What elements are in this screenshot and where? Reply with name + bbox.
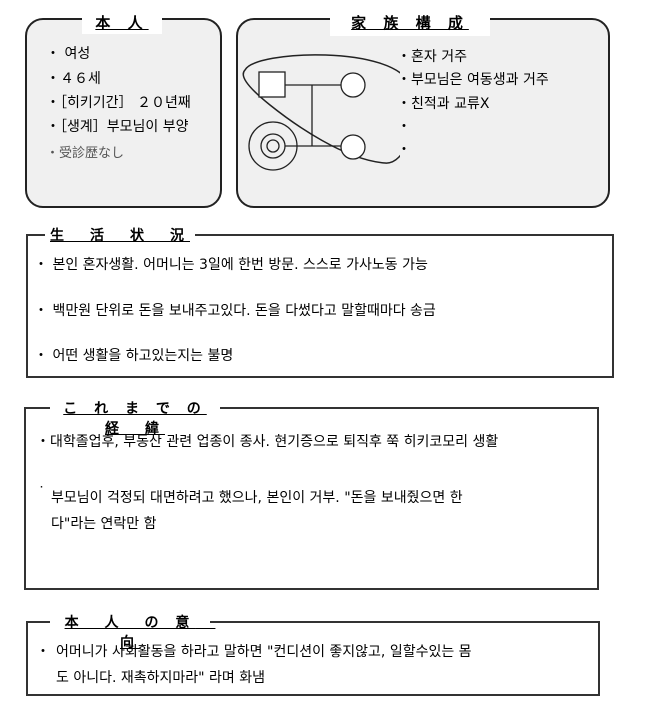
family-item: ・친적과 교류X bbox=[397, 96, 490, 112]
person-title: 本 人 bbox=[82, 12, 162, 34]
person-item: ・ 여성 bbox=[46, 46, 91, 62]
history-item: ・대학졸업후, 부동산 관련 업종이 종사. 현기증으로 퇴직후 쭉 히키코모리… bbox=[36, 434, 499, 450]
intent-box bbox=[26, 621, 600, 696]
history-title: こ れ ま で の 経 緯 bbox=[50, 398, 220, 437]
life-title: 生 活 状 況 bbox=[45, 225, 195, 245]
person-item: ・４６세 bbox=[46, 71, 101, 87]
intent-bullet: ・ bbox=[36, 644, 50, 660]
history-bullet: ˙ bbox=[38, 485, 45, 501]
family-box bbox=[236, 18, 610, 208]
life-item: ・ 본인 혼자생활. 어머니는 3일에 한번 방문. 스스로 가사노동 가능 bbox=[34, 257, 428, 273]
family-item: ・부모님은 여동생과 거주 bbox=[397, 72, 549, 88]
history-item: 부모님이 걱정되 대면하려고 했으나, 본인이 거부. "돈을 보내줬으면 한 bbox=[51, 490, 463, 506]
family-item: ・ bbox=[397, 142, 411, 158]
intent-title: 本 人 の 意 向 bbox=[50, 612, 210, 651]
life-box bbox=[26, 234, 614, 378]
history-box bbox=[24, 407, 599, 590]
intent-item: 도 아니다. 재촉하지마라" 라며 화냄 bbox=[56, 670, 266, 686]
person-item: ・［히키기간］ ２０년째 bbox=[46, 95, 191, 111]
history-item: 다"라는 연락만 함 bbox=[51, 516, 157, 532]
person-box bbox=[25, 18, 222, 208]
family-item: ・ bbox=[397, 119, 411, 135]
family-title: 家 族 構 成 bbox=[330, 12, 490, 36]
person-item: ・受診歴なし bbox=[46, 146, 125, 161]
intent-item: 어머니가 사회활동을 하라고 말하면 "컨디션이 좋지않고, 일할수있는 몸 bbox=[56, 644, 472, 660]
family-item: ・혼자 거주 bbox=[397, 49, 467, 65]
genogram-diagram bbox=[242, 54, 400, 171]
life-item: ・ 어떤 생활을 하고있는지는 불명 bbox=[34, 348, 234, 364]
life-item: ・ 백만원 단위로 돈을 보내주고있다. 돈을 다썼다고 말할때마다 송금 bbox=[34, 303, 436, 319]
person-item: ・［생계］부모님이 부양 bbox=[46, 119, 189, 135]
